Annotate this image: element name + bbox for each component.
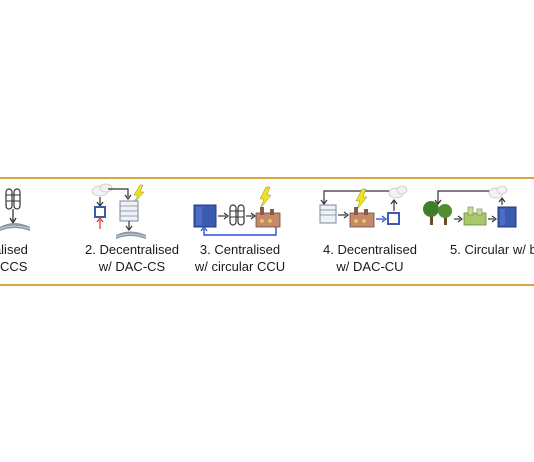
scenario-4-label: 4. Decentralised w/ DAC-CU — [318, 241, 422, 275]
capture-unit-icon — [119, 200, 139, 222]
scenario-2-diagram — [91, 183, 147, 239]
tree-icon — [423, 201, 452, 225]
scenario-3-diagram — [193, 186, 281, 236]
scenario-2-label: 2. Decentralised w/ DAC-CS — [82, 241, 182, 275]
capture-unit-icon — [319, 204, 337, 224]
storage-icon — [115, 231, 147, 239]
scenario-5-diagram — [423, 185, 517, 228]
scenario-5-label: 5. Circular w/ b — [450, 241, 534, 258]
lightning-icon — [259, 186, 272, 210]
scenario-5-label-line1: 5. Circular w/ b — [450, 242, 534, 257]
cloud-icon — [91, 183, 113, 197]
scenario-panel-1: tralised CCS — [0, 179, 60, 284]
cloud-icon — [388, 185, 408, 199]
lightning-icon — [133, 184, 145, 204]
scenario-1-label-line1: tralised — [0, 242, 28, 257]
plant-icon — [463, 206, 487, 226]
scenario-3-label-line2: w/ circular CCU — [194, 259, 286, 274]
scenario-4-label-line2: w/ DAC-CU — [336, 259, 404, 274]
scenario-3-label-line1: 3. Centralised — [199, 242, 281, 257]
scenario-panel-2: 2. Decentralised w/ DAC-CS — [82, 179, 182, 284]
scenario-2-label-line2: w/ DAC-CS — [98, 259, 166, 274]
storage-tank-icon — [193, 204, 217, 228]
storage-tank-icon — [497, 206, 517, 228]
sensor-box-icon — [94, 206, 106, 218]
factory-icon — [255, 207, 281, 228]
scenario-panel-3: 3. Centralised w/ circular CCU — [190, 179, 300, 284]
scenario-4-diagram — [319, 185, 408, 228]
scenario-strip: tralised CCS — [0, 177, 534, 286]
capture-unit-icon — [229, 204, 245, 226]
capture-unit-icon — [5, 188, 21, 210]
scenario-2-label-line1: 2. Decentralised — [85, 242, 179, 257]
cloud-icon — [488, 185, 508, 199]
scenario-1-label: tralised CCS — [0, 241, 46, 275]
scenario-3-label: 3. Centralised w/ circular CCU — [190, 241, 290, 275]
scenario-panel-4: 4. Decentralised w/ DAC-CU — [318, 179, 428, 284]
factory-icon — [349, 207, 375, 228]
scenario-1-diagram — [0, 188, 31, 231]
scenario-panel-5: 5. Circular w/ b — [420, 179, 534, 284]
storage-icon — [0, 223, 31, 231]
lightning-icon — [355, 188, 368, 212]
sensor-box-icon — [387, 212, 400, 225]
scenario-1-label-line2: CCS — [0, 259, 28, 274]
scenario-4-label-line1: 4. Decentralised — [323, 242, 417, 257]
